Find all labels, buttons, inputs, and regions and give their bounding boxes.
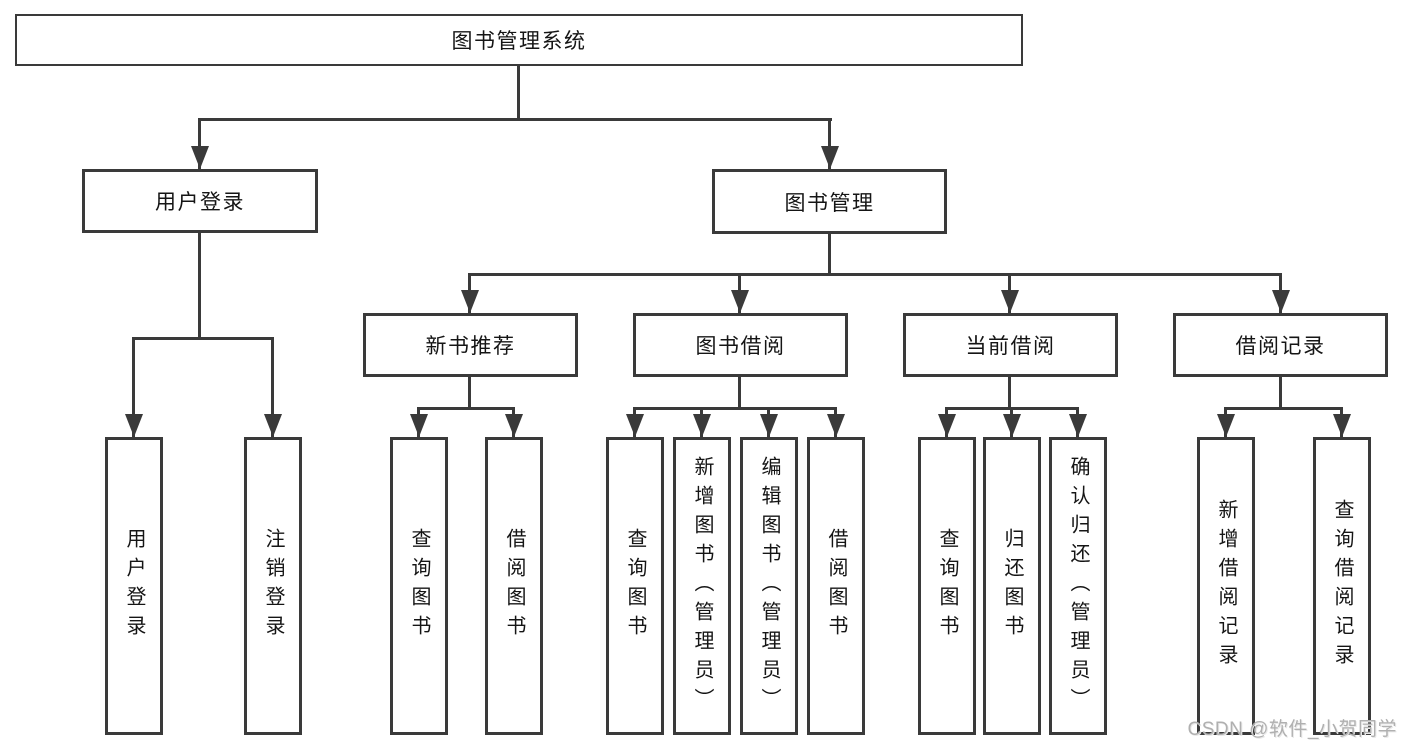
arrowhead-leaf-bb0 <box>626 414 644 437</box>
node-new-book-recommend-label: 新书推荐 <box>425 335 516 358</box>
arrowhead-current-borrow <box>1001 290 1019 313</box>
node-new-book-recommend: 新书推荐 <box>363 313 578 377</box>
arrowhead-leaf-cb1 <box>1003 414 1021 437</box>
connector-root-stub <box>517 66 520 118</box>
connector-to-leaf-logout <box>271 337 274 437</box>
connector-current-borrow-stub <box>1008 377 1011 407</box>
node-book-management-label: 图书管理 <box>784 191 875 215</box>
leaf-query-books-1-label: 查询图书 <box>408 528 430 644</box>
arrowhead-leaf-nb1 <box>505 414 523 437</box>
arrowhead-leaf-br1 <box>1333 414 1351 437</box>
leaf-return-books-label: 归还图书 <box>1001 528 1023 644</box>
node-user-login-label: 用户登录 <box>155 191 245 214</box>
node-borrow-record-label: 借阅记录 <box>1235 335 1326 358</box>
leaf-user-login: 用户登录 <box>105 437 163 735</box>
leaf-query-borrow-record-label: 查询借阅记录 <box>1331 499 1353 673</box>
leaf-confirm-return-admin: 确认归还（管理员） <box>1049 437 1107 735</box>
csdn-watermark: CSDN @软件_小贺同学 <box>1187 719 1397 740</box>
arrowhead-leaf-bb3 <box>827 414 845 437</box>
node-current-borrow-label: 当前借阅 <box>965 335 1056 358</box>
leaf-borrow-books-1: 借阅图书 <box>485 437 543 735</box>
leaf-user-login-label: 用户登录 <box>123 528 145 644</box>
arrowhead-leaf-cb2 <box>1069 414 1087 437</box>
arrowhead-book-borrow <box>731 290 749 313</box>
leaf-confirm-return-admin-label: 确认归还（管理员） <box>1067 455 1089 717</box>
arrowhead-leaf-cb0 <box>938 414 956 437</box>
leaf-borrow-books-2: 借阅图书 <box>807 437 865 735</box>
node-borrow-record: 借阅记录 <box>1173 313 1388 377</box>
leaf-query-books-3-label: 查询图书 <box>936 528 958 644</box>
leaf-add-books-admin-label: 新增图书（管理员） <box>691 455 713 717</box>
leaf-query-books-2: 查询图书 <box>606 437 664 735</box>
leaf-edit-books-admin: 编辑图书（管理员） <box>740 437 798 735</box>
leaf-borrow-books-2-label: 借阅图书 <box>825 528 847 644</box>
node-current-borrow: 当前借阅 <box>903 313 1118 377</box>
arrowhead-leaf-bb1 <box>693 414 711 437</box>
connector-new-book-stub <box>468 377 471 407</box>
connector-user-login-stub <box>198 233 201 337</box>
connector-book-borrow-stub <box>738 377 741 407</box>
connector-user-login-rail <box>132 337 274 340</box>
leaf-add-borrow-record: 新增借阅记录 <box>1197 437 1255 735</box>
connector-book-mgmt-stub <box>828 234 831 273</box>
arrowhead-leaf-bb2 <box>760 414 778 437</box>
connector-to-book-management <box>828 118 831 169</box>
arrowhead-leaf-logout <box>264 414 282 437</box>
arrowhead-book-management <box>821 146 839 169</box>
arrowhead-leaf-br0 <box>1217 414 1235 437</box>
node-root-label: 图书管理系统 <box>451 30 587 53</box>
leaf-query-books-1: 查询图书 <box>390 437 448 735</box>
arrowhead-new-book-recommend <box>461 290 479 313</box>
leaf-logout-label: 注销登录 <box>262 528 284 644</box>
connector-borrow-record-stub <box>1279 377 1282 407</box>
leaf-query-borrow-record: 查询借阅记录 <box>1313 437 1371 735</box>
connector-borrow-record-rail <box>1224 407 1342 410</box>
leaf-query-books-3: 查询图书 <box>918 437 976 735</box>
arrowhead-leaf-user-login <box>125 414 143 437</box>
leaf-add-borrow-record-label: 新增借阅记录 <box>1215 499 1237 673</box>
connector-new-book-rail <box>417 407 515 410</box>
node-book-management: 图书管理 <box>712 169 947 234</box>
connector-root-rail <box>198 118 832 121</box>
leaf-add-books-admin: 新增图书（管理员） <box>673 437 731 735</box>
leaf-borrow-books-1-label: 借阅图书 <box>503 528 525 644</box>
leaf-return-books: 归还图书 <box>983 437 1041 735</box>
connector-to-leaf-user-login <box>132 337 135 437</box>
leaf-edit-books-admin-label: 编辑图书（管理员） <box>758 455 780 717</box>
arrowhead-borrow-record <box>1272 290 1290 313</box>
leaf-logout: 注销登录 <box>244 437 302 735</box>
connector-to-user-login <box>198 118 201 169</box>
node-book-borrow: 图书借阅 <box>633 313 848 377</box>
node-book-borrow-label: 图书借阅 <box>695 335 786 358</box>
node-user-login: 用户登录 <box>82 169 318 233</box>
connector-book-borrow-rail <box>633 407 837 410</box>
arrowhead-user-login <box>191 146 209 169</box>
connector-modules-rail <box>468 273 1282 276</box>
arrowhead-leaf-nb0 <box>410 414 428 437</box>
node-root: 图书管理系统 <box>15 14 1023 66</box>
leaf-query-books-2-label: 查询图书 <box>624 528 646 644</box>
